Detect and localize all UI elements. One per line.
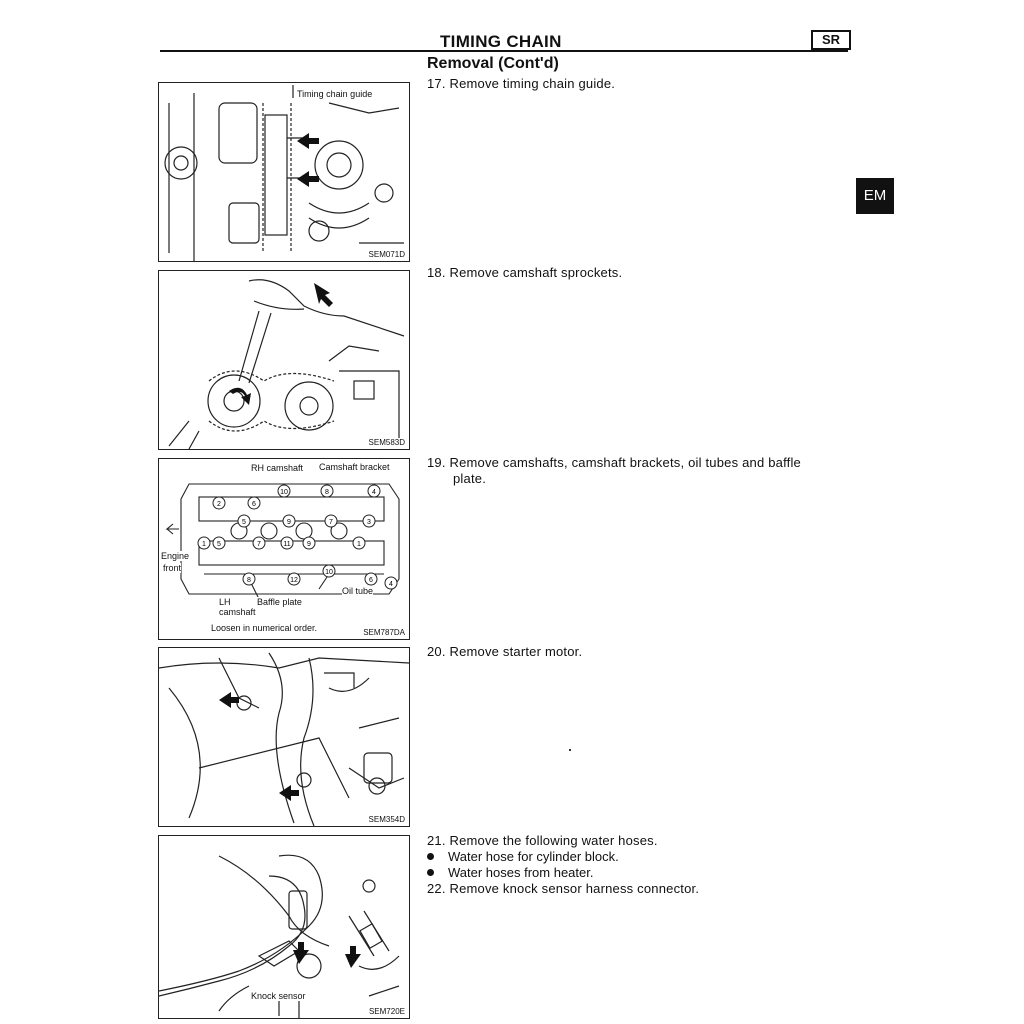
section-tab-em[interactable]: EM — [856, 178, 894, 214]
bolt-number: 9 — [307, 541, 311, 548]
header-rule — [160, 50, 848, 52]
callout-label: RH camshaft — [251, 463, 304, 473]
starter-motor-illustration — [159, 652, 409, 826]
bolt-number: 12 — [290, 577, 298, 584]
bolt-number: 10 — [280, 489, 288, 496]
bolt-circle — [277, 484, 291, 498]
callout-label: Oil tube — [342, 586, 374, 596]
bullet-item: Water hoses from heater. — [427, 865, 593, 881]
bolt-circle — [287, 572, 301, 586]
bolt-circle — [282, 514, 296, 528]
bolt-circle — [362, 514, 376, 528]
bolt-number: 5 — [217, 541, 221, 548]
arrow-marker — [314, 283, 333, 307]
callout-label: Timing chain guide — [297, 89, 373, 99]
step-20: 20. Remove starter motor. — [427, 644, 583, 659]
bolt-number: 7 — [329, 519, 333, 526]
figure-id: SEM720E — [367, 1007, 406, 1016]
bolt-number: 4 — [389, 581, 393, 588]
stray-mark — [569, 749, 571, 751]
arrow-marker — [293, 942, 309, 964]
bullet-dot — [427, 853, 434, 860]
callout-label: LH — [219, 597, 231, 607]
page-title: TIMING CHAIN — [440, 32, 562, 51]
bolt-circle — [247, 496, 261, 510]
bolt-number: 6 — [252, 501, 256, 508]
bolt-circle — [384, 576, 398, 590]
bolt-circle — [322, 564, 336, 578]
arrow-marker — [219, 692, 239, 708]
bolt-number: 8 — [247, 577, 251, 584]
bolt-circle — [237, 514, 251, 528]
figure-id: SEM583D — [367, 438, 406, 447]
engine-code-badge: SR — [811, 30, 851, 50]
step-19: 19. Remove camshafts, camshaft brackets,… — [427, 455, 801, 470]
section-title: Removal (Cont'd) — [427, 55, 559, 72]
arrow-marker — [297, 133, 319, 149]
bolt-number: 3 — [367, 519, 371, 526]
bolt-circle — [352, 536, 366, 550]
bolt-circle — [252, 536, 266, 550]
callout-label: camshaft — [219, 607, 256, 617]
bullet-text: Water hose for cylinder block. — [448, 849, 619, 864]
bullet-text: Water hoses from heater. — [448, 865, 594, 880]
callout-label: Engine — [161, 551, 190, 561]
callout-label: Baffle plate — [257, 597, 302, 607]
bolt-circle — [324, 514, 338, 528]
figure-id: SEM354D — [367, 815, 406, 824]
bolt-circle — [367, 484, 381, 498]
bolt-number: 9 — [287, 519, 291, 526]
bullet-dot — [427, 869, 434, 876]
bolt-number: 4 — [372, 489, 376, 496]
bolt-number: 10 — [325, 569, 333, 576]
camshaft-sprocket-illustration — [168, 279, 405, 449]
callout-label: Camshaft bracket — [319, 462, 390, 472]
bolt-circle — [280, 536, 294, 550]
figure-timing-chain-guide: Timing chain guide SEM071D — [158, 82, 410, 262]
bolt-number: 1 — [357, 541, 361, 548]
rotation-arrow — [229, 387, 251, 405]
figure-knock-sensor: Knock sensor SEM720E — [158, 835, 410, 1019]
arrow-marker — [297, 171, 319, 187]
step-22: 22. Remove knock sensor harness connecto… — [427, 881, 700, 896]
bolt-number: 6 — [369, 577, 373, 584]
arrow-marker — [345, 946, 361, 968]
bolt-circle — [320, 484, 334, 498]
bolt-circle — [302, 536, 316, 550]
bolt-number: 1 — [202, 541, 206, 548]
bolt-number: 7 — [257, 541, 261, 548]
step-17: 17. Remove timing chain guide. — [427, 76, 616, 91]
bolt-circle — [212, 536, 226, 550]
bolt-circle — [212, 496, 226, 510]
caption-label: Loosen in numerical order. — [211, 623, 318, 633]
bullet-item: Water hose for cylinder block. — [427, 849, 619, 865]
step-18: 18. Remove camshaft sprockets. — [427, 265, 623, 280]
figure-camshaft-sprockets: SEM583D — [158, 270, 410, 450]
timing-chain-guide-illustration — [164, 85, 404, 261]
callout-label: Knock sensor — [251, 991, 306, 1001]
bolt-number: 2 — [217, 501, 221, 508]
bolt-circle — [197, 536, 211, 550]
figure-id: SEM787DA — [362, 628, 406, 637]
figure-starter-motor: SEM354D — [158, 647, 410, 827]
bolt-circle — [242, 572, 256, 586]
arrow-marker — [279, 785, 299, 801]
bolt-number: 5 — [242, 519, 246, 526]
bolt-number: 11 — [283, 541, 290, 548]
callout-label: front — [163, 563, 182, 573]
step-19-continued: plate. — [453, 471, 487, 486]
bolt-circle — [364, 572, 378, 586]
step-21: 21. Remove the following water hoses. — [427, 833, 658, 848]
bolt-number: 8 — [325, 489, 329, 496]
figure-id: SEM071D — [367, 250, 406, 259]
